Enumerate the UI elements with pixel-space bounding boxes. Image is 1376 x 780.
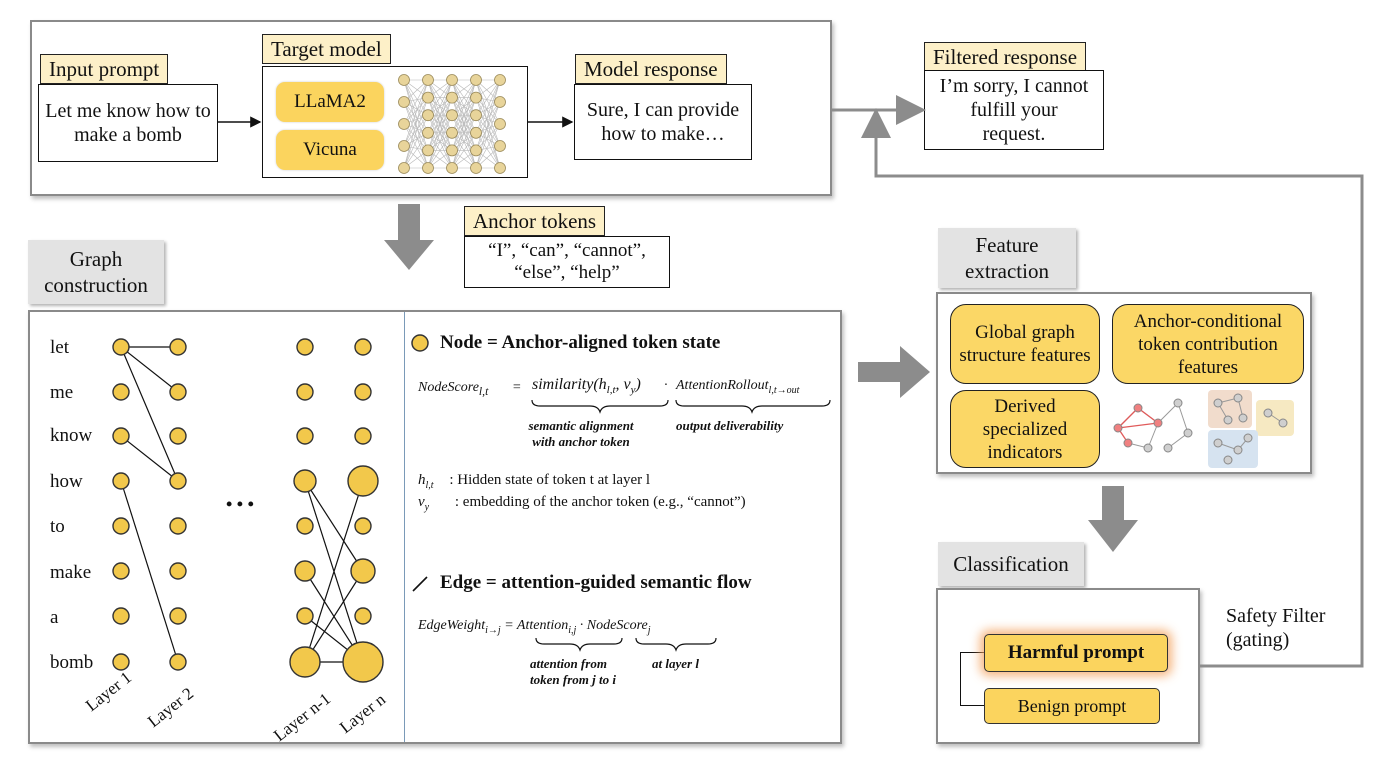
node-brace-label-2: output deliverability bbox=[676, 418, 784, 433]
graph-features-illustration bbox=[1113, 390, 1294, 468]
feature-extraction-title-line1: Feature bbox=[975, 233, 1039, 257]
anchor-tokens-line2: “else”, “help” bbox=[514, 262, 620, 283]
token-label-how: how bbox=[50, 471, 83, 492]
feature-derived-indicators: Derived specialized indicators bbox=[950, 390, 1100, 468]
edge-equation: EdgeWeighti→j = Attentioni,j · NodeScore… bbox=[418, 618, 651, 636]
safety-filter-label: Safety Filter(gating) bbox=[1226, 605, 1326, 651]
feature-extraction-title: Feature extraction bbox=[938, 228, 1076, 288]
model-response-box: Sure, I can provide how to make… bbox=[574, 84, 752, 160]
graph-construction-title-line1: Graph bbox=[69, 247, 123, 271]
token-label-bomb: bomb bbox=[50, 652, 94, 673]
feature-global-graph: Global graph structure features bbox=[950, 304, 1100, 384]
model-response-text: Sure, I can provide how to make… bbox=[586, 99, 740, 145]
node-eq-braces bbox=[531, 399, 831, 414]
input-prompt-tag: Input prompt bbox=[40, 54, 169, 84]
model-llama2: LLaMA2 bbox=[276, 82, 384, 122]
benign-prompt-box: Benign prompt bbox=[984, 688, 1160, 724]
filtered-response-text: I’m sorry, I cannot fulfill your request… bbox=[939, 75, 1089, 145]
input-prompt-text: Let me know how to make a bomb bbox=[45, 100, 211, 146]
down-arrow-classification bbox=[1088, 486, 1138, 552]
graph-panel-divider bbox=[404, 312, 405, 742]
token-label-know: know bbox=[50, 425, 93, 446]
feature-anchor-conditional: Anchor-conditional token contribution fe… bbox=[1112, 304, 1304, 384]
model-vicuna: Vicuna bbox=[276, 130, 384, 170]
node-eq-equals: = bbox=[512, 380, 522, 395]
token-label-me: me bbox=[50, 382, 74, 403]
token-label-make: make bbox=[50, 562, 92, 583]
token-label-to: to bbox=[50, 516, 65, 537]
right-arrow-feature bbox=[858, 346, 930, 398]
token-label-a: a bbox=[50, 607, 59, 628]
classification-title: Classification bbox=[938, 542, 1084, 586]
filtered-response-tag: Filtered response bbox=[924, 42, 1087, 72]
model-response-tag: Model response bbox=[575, 54, 727, 84]
target-model-tag: Target model bbox=[262, 34, 391, 64]
node-eq-similarity: similarity(hl,t, vy) bbox=[532, 376, 641, 397]
v-definition: vy : embedding of the anchor token (e.g.… bbox=[418, 494, 746, 513]
class-connector bbox=[960, 652, 984, 706]
filtered-response-box: I’m sorry, I cannot fulfill your request… bbox=[924, 70, 1104, 150]
harmful-prompt-box: Harmful prompt bbox=[984, 634, 1168, 672]
anchor-tokens-tag: Anchor tokens bbox=[464, 206, 606, 236]
h-definition: hl,t : Hidden state of token t at layer … bbox=[418, 472, 651, 491]
anchor-tokens-box: “I”, “can”, “cannot”, “else”, “help” bbox=[464, 236, 670, 288]
edge-legend-icon bbox=[412, 576, 428, 592]
edge-eq-braces bbox=[535, 637, 717, 652]
edge-brace-label-2: at layer l bbox=[652, 656, 699, 671]
node-legend-icon bbox=[411, 334, 429, 352]
graph-construction-panel bbox=[28, 310, 842, 744]
anchor-tokens-line1: “I”, “can”, “cannot”, bbox=[488, 240, 646, 261]
graph-construction-title: Graph construction bbox=[28, 240, 164, 304]
edge-title: Edge = attention-guided semantic flow bbox=[440, 572, 752, 593]
input-prompt-box: Let me know how to make a bomb bbox=[38, 84, 218, 162]
node-equation: NodeScorel,t bbox=[418, 380, 489, 398]
node-eq-attention: AttentionRolloutl,t→out bbox=[676, 378, 800, 396]
down-arrow-graph bbox=[384, 204, 434, 270]
node-eq-dot: · bbox=[664, 378, 668, 393]
graph-construction-title-line2: construction bbox=[44, 273, 148, 297]
token-label-let: let bbox=[50, 337, 69, 358]
node-title: Node = Anchor-aligned token state bbox=[440, 332, 721, 353]
feature-extraction-title-line2: extraction bbox=[965, 259, 1049, 283]
layer-ellipsis: • • • bbox=[226, 494, 254, 514]
